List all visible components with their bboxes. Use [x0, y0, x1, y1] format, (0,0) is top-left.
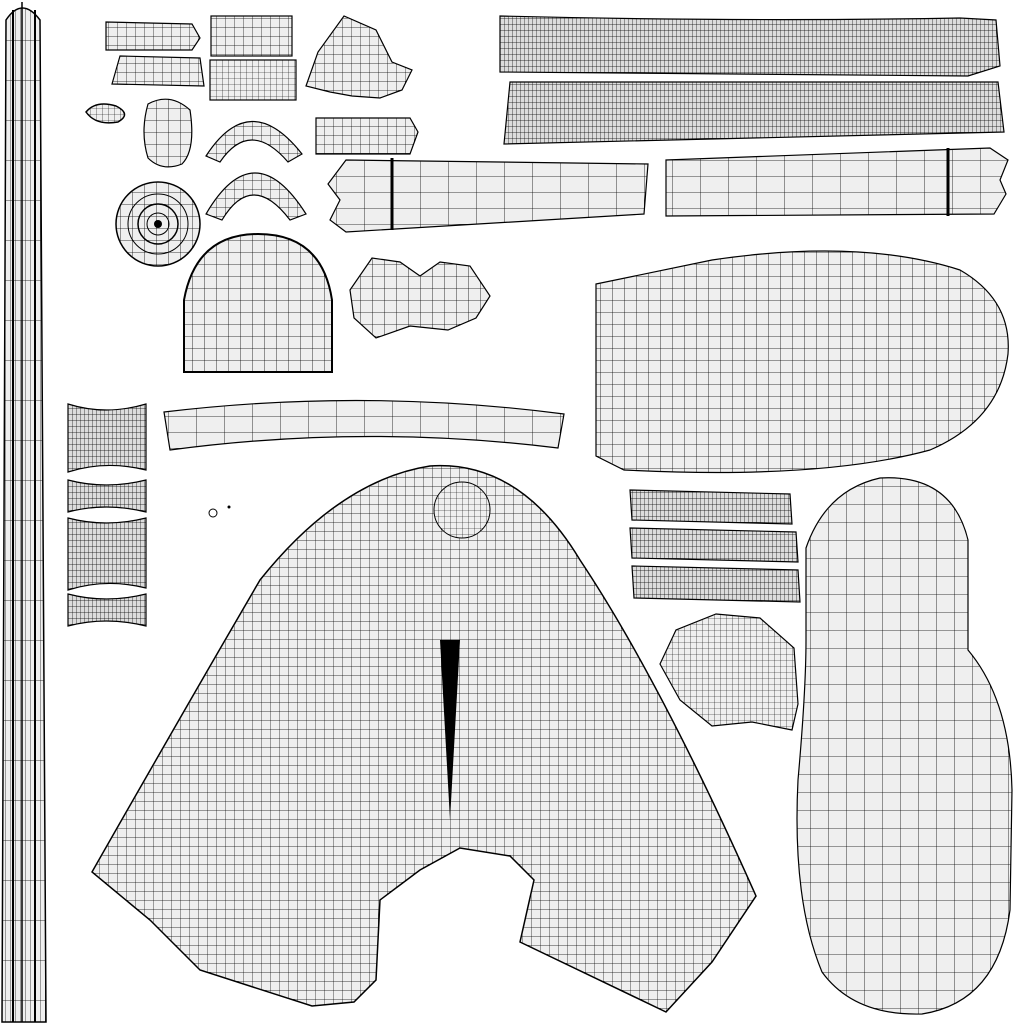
uv-island-curved-band [163, 399, 565, 451]
uv-island-tiny-dots [208, 505, 231, 518]
uv-island-small-top-1 [105, 21, 205, 87]
uv-island-small-top-2 [210, 15, 293, 57]
uv-island-round-cap [143, 98, 193, 168]
uv-island-sole [796, 477, 1013, 1015]
uv-island-arc-2 [205, 172, 307, 221]
uv-island-tiny-bead [85, 103, 126, 124]
uv-island-main-body [91, 464, 757, 1013]
uv-island-large-oval [595, 250, 1009, 474]
uv-island-sleeve-left [327, 158, 649, 233]
uv-island-hex-piece [659, 613, 799, 731]
uv-island-small-top-3 [209, 59, 297, 101]
uv-island-arc-1 [205, 120, 303, 163]
uv-island-stack-left [67, 403, 147, 627]
uv-island-petals [349, 257, 491, 339]
uv-island-dome [183, 232, 333, 373]
uv-island-stack-right [629, 489, 801, 603]
uv-island-dense-strip-1 [499, 15, 1001, 77]
uv-island-star-piece [305, 15, 413, 99]
uv-island-small-top-4 [315, 117, 419, 155]
uv-island-long-strip [1, 2, 47, 1023]
uv-island-sleeve-right [665, 147, 1009, 217]
uv-island-disc [115, 181, 201, 267]
uv-island-dense-strip-2 [503, 81, 1005, 145]
